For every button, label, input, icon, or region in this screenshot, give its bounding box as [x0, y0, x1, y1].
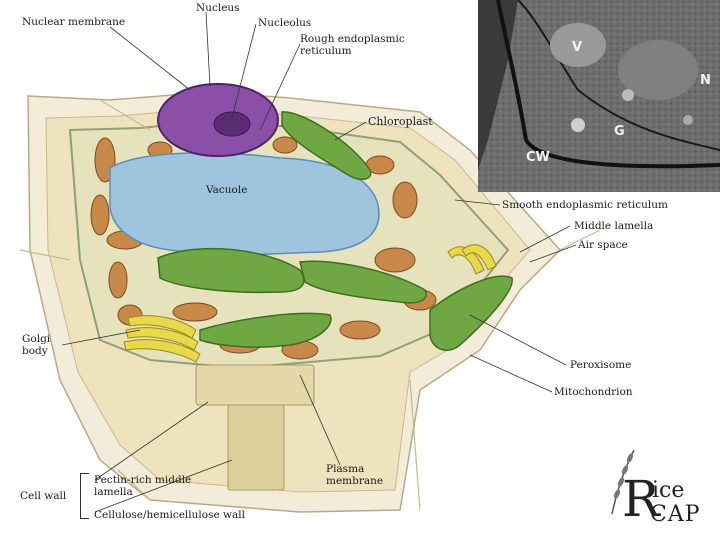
micrograph-label-g: G: [614, 124, 625, 139]
micrograph-label-v: V: [572, 40, 583, 55]
cell-wall-brace: [80, 473, 89, 519]
label-vacuole: Vacuole: [206, 184, 248, 196]
label-middle-lamella: Middle lamella: [574, 220, 654, 232]
label-mitochondrion: Mitochondrion: [554, 386, 633, 398]
label-nucleus: Nucleus: [196, 2, 240, 14]
logo-ice: ice: [652, 478, 685, 503]
label-pectin-rich: Pectin-rich middle lamella: [94, 474, 192, 498]
label-cell-wall: Cell wall: [20, 490, 67, 502]
golgi-shape: [123, 244, 497, 363]
label-peroxisome: Peroxisome: [570, 359, 632, 371]
label-smooth-er: Smooth endoplasmic reticulum: [502, 199, 668, 211]
label-cellulose-wall: Cellulose/hemicellulose wall: [94, 509, 245, 521]
chloroplasts: [157, 111, 513, 351]
label-air-space: Air space: [578, 239, 628, 251]
label-nucleolus: Nucleolus: [258, 17, 312, 29]
leader-lines: [61, 11, 577, 513]
label-golgi-body: Golgi body: [22, 333, 51, 357]
wall-seams: [19, 99, 601, 511]
ricecap-logo: R ice CAP: [600, 444, 720, 540]
label-nuclear-membrane: Nuclear membrane: [22, 16, 126, 28]
label-rough-er: Rough endoplasmic reticulum: [300, 33, 405, 57]
wall-pit: [195, 364, 315, 491]
electron-micrograph: [478, 0, 720, 192]
micrograph-label-n: N: [700, 73, 711, 88]
logo-cap: CAP: [650, 502, 701, 527]
logo-r: R: [622, 470, 660, 528]
label-chloroplast: Chloroplast: [368, 115, 433, 128]
label-plasma-membrane: Plasma membrane: [326, 463, 384, 487]
micrograph-label-cw: CW: [526, 150, 550, 165]
rice-grain-icon: [611, 449, 635, 515]
nucleus-shape: [157, 83, 279, 157]
